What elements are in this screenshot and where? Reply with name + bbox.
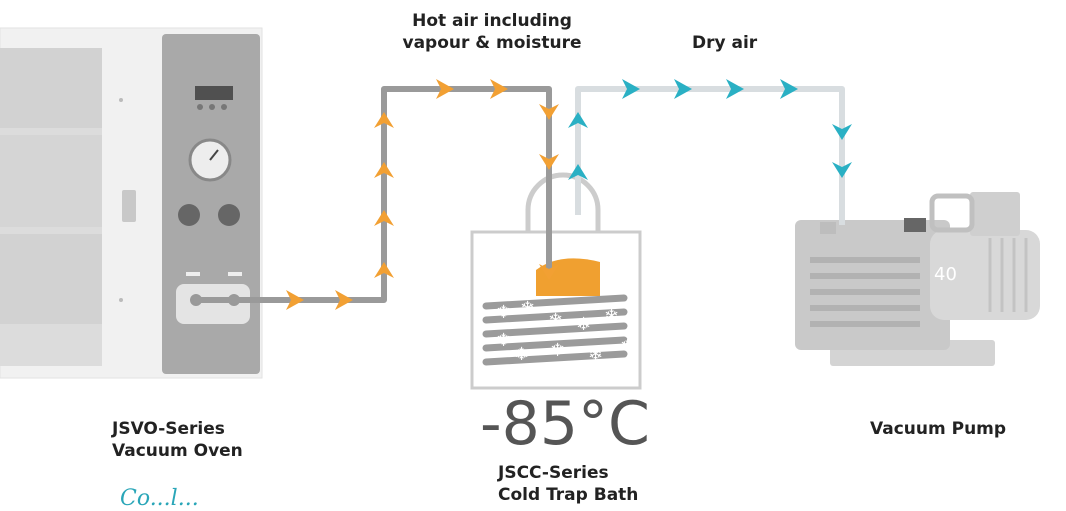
- dry-air-arrows: [568, 79, 852, 180]
- svg-text:❄: ❄: [548, 310, 563, 331]
- hot-air-pipe: [194, 86, 552, 303]
- svg-text:❄: ❄: [550, 340, 565, 361]
- cold-trap-bath: ❄ ❄ ❄ ❄ ❄ ❄ ❄ ❄ ❄ ❄: [470, 172, 642, 390]
- hot-air-label-line2: vapour & moisture: [402, 33, 582, 53]
- svg-text:❄: ❄: [588, 344, 603, 365]
- vacuum-oven-label: JSVO-Series Vacuum Oven: [112, 418, 243, 462]
- vacuum-oven-label-line2: Vacuum Oven: [112, 441, 243, 461]
- pump-model-number: 40: [934, 264, 957, 285]
- hot-air-label-line1: Hot air including: [412, 11, 572, 31]
- svg-text:❄: ❄: [604, 306, 619, 327]
- snowflake-icons: ❄ ❄ ❄ ❄ ❄ ❄ ❄ ❄ ❄ ❄: [496, 298, 635, 365]
- hot-air-label: Hot air including vapour & moisture: [392, 10, 592, 54]
- svg-text:❄: ❄: [496, 330, 511, 351]
- dry-air-label: Dry air: [692, 33, 758, 53]
- vacuum-oven-label-line1: JSVO-Series: [112, 419, 225, 439]
- temperature-readout: -85°C: [480, 389, 650, 459]
- vacuum-oven: [0, 27, 263, 379]
- svg-text:❄: ❄: [520, 298, 535, 319]
- cold-trap-label: JSCC-Series Cold Trap Bath: [498, 462, 638, 506]
- svg-text:❄: ❄: [576, 314, 591, 335]
- svg-text:❄: ❄: [496, 302, 511, 323]
- cold-trap-label-line2: Cold Trap Bath: [498, 485, 639, 505]
- vacuum-pump-label: Vacuum Pump: [870, 419, 1007, 439]
- footer-text: Co...l...: [120, 486, 199, 511]
- svg-text:❄: ❄: [620, 336, 635, 357]
- dry-air-pipe: [575, 86, 845, 225]
- svg-text:❄: ❄: [514, 344, 529, 365]
- hot-air-arrows: [286, 79, 559, 310]
- vacuum-pump: 40: [795, 192, 1040, 366]
- cold-trap-label-line1: JSCC-Series: [498, 463, 609, 483]
